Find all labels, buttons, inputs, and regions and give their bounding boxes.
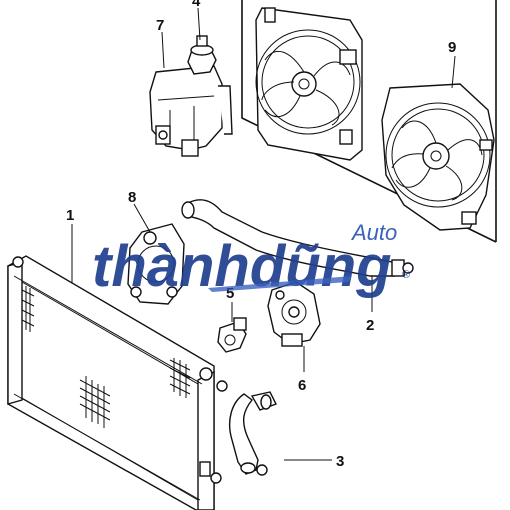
callout-6: 6 (298, 377, 306, 394)
thermostat-housing (127, 223, 185, 305)
callout-7: 7 (156, 17, 164, 34)
leader-lines (71, 7, 456, 461)
callout-1: 1 (66, 207, 74, 224)
callout-2: 2 (366, 317, 374, 334)
upper-radiator-hose (181, 199, 414, 277)
watermark-logo: Auto thànhdũng ® (92, 220, 410, 299)
callout-5: 5 (226, 285, 234, 302)
callout-8: 8 (128, 189, 136, 206)
callout-labels: 1 2 3 4 5 6 7 8 9 (66, 0, 456, 470)
temperature-sensor (217, 317, 247, 353)
watermark-tag: Auto (350, 220, 397, 245)
water-outlet (267, 281, 321, 347)
callout-9: 9 (448, 39, 456, 56)
fan-assembly (381, 83, 495, 231)
callout-3: 3 (336, 453, 344, 470)
watermark-registered: ® (402, 269, 410, 281)
coolant-reservoir (149, 35, 233, 157)
lower-radiator-hose (228, 391, 277, 476)
callout-4: 4 (192, 0, 201, 10)
watermark-swoosh (208, 276, 352, 292)
fan-shroud-rear (255, 7, 363, 161)
radiator (7, 255, 228, 510)
